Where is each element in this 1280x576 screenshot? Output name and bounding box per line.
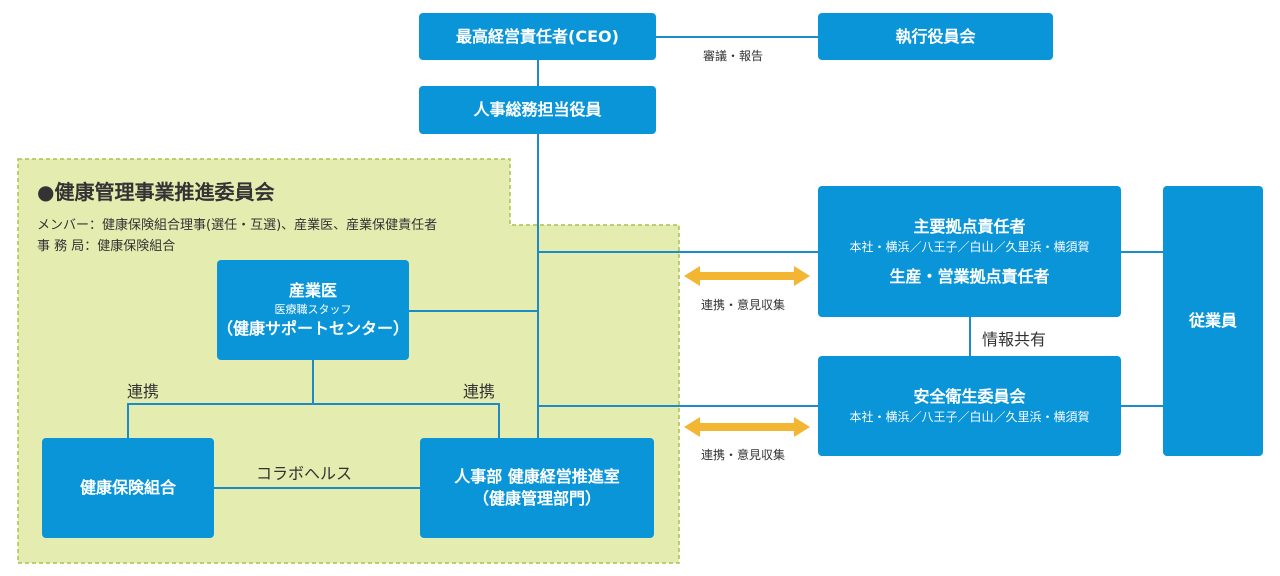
double-arrow-1-icon [684,266,810,286]
safety-title: 安全衛生委員会 [913,387,1026,406]
committee-title: ●健康管理事業推進委員会 [37,180,275,204]
employees-label: 従業員 [1188,311,1237,330]
deliberation-label: 審議・報告 [703,49,764,63]
doctor-title: 産業医 [288,281,337,300]
arrow-group [684,266,810,437]
base-managers-box: 主要拠点責任者 本社・横浜／八王子／白山／久里浜・横須賀 生産・営業拠点責任者 [818,186,1121,317]
doctor-sub: 医療職スタッフ [274,303,352,316]
hr-dept-box: 人事部 健康経営推進室 （健康管理部門） [420,438,654,538]
committee-members: メンバー：健康保険組合理事(選任・互選)、産業医、産業保健責任者 [37,218,438,233]
base-managers-title2: 生産・営業拠点責任者 [889,266,1050,286]
insurance-box: 健康保険組合 [42,438,214,538]
exec-board-box: 執行役員会 [818,13,1053,60]
exec-board-label: 執行役員会 [895,26,976,46]
arrow-label-1: 連携・意見収集 [701,298,786,312]
employees-box: 従業員 [1163,186,1263,456]
arrow-label-2: 連携・意見収集 [701,448,786,462]
ceo-box: 最高経営責任者(CEO) [419,13,656,60]
line-renkei [127,360,314,438]
base-managers-title: 主要拠点責任者 [913,216,1026,236]
renkei-right-label: 連携 [463,382,496,401]
collab-label: コラボヘルス [256,464,353,483]
hr-dept-line2: （健康管理部門） [472,489,601,508]
ceo-label: 最高経営責任者(CEO) [456,26,619,46]
safety-sites: 本社・横浜／八王子／白山／久里浜・横須賀 [849,410,1090,424]
info-share-label: 情報共有 [982,330,1047,349]
hr-officer-box: 人事総務担当役員 [419,86,656,134]
doctor-box: 産業医 医療職スタッフ （健康サポートセンター） [217,260,409,360]
doctor-center: （健康サポートセンター） [217,319,410,338]
renkei-left-label: 連携 [127,382,160,401]
base-managers-sites: 本社・横浜／八王子／白山／久里浜・横須賀 [849,239,1090,254]
hr-dept-line1: 人事部 健康経営推進室 [454,467,620,486]
hr-officer-label: 人事総務担当役員 [473,100,602,119]
double-arrow-2-icon [684,417,810,437]
safety-box: 安全衛生委員会 本社・横浜／八王子／白山／久里浜・横須賀 [818,356,1121,456]
insurance-label: 健康保険組合 [79,478,176,497]
committee-office: 事 務 局：健康保険組合 [37,239,176,254]
line-renkei-2 [313,403,500,438]
